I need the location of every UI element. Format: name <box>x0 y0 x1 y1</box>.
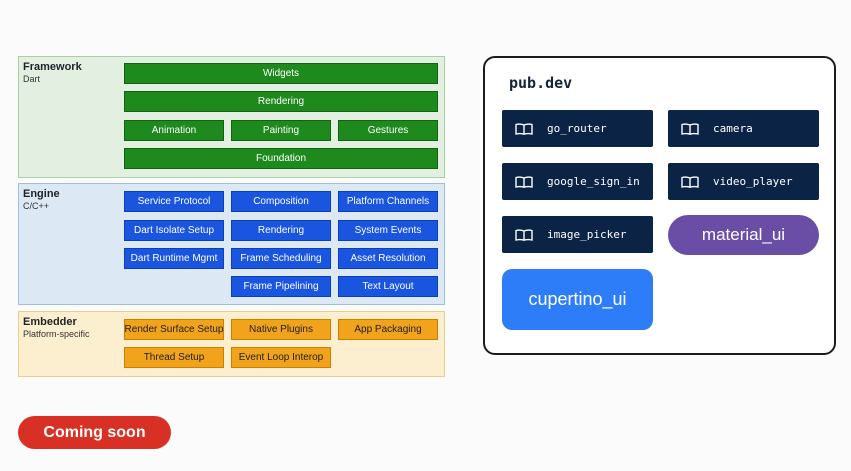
package-card[interactable]: image_picker <box>502 216 653 253</box>
engine-box: Asset Resolution <box>338 248 438 269</box>
pubdev-title: pub.dev <box>509 74 573 92</box>
embedder-title: Embedder <box>23 316 77 328</box>
book-icon <box>681 175 699 188</box>
widgets-box: Widgets <box>124 63 438 84</box>
framework-layer: Framework Dart Widgets Rendering Animati… <box>18 56 445 178</box>
package-card[interactable]: camera <box>668 110 819 147</box>
cupertino-ui-pill[interactable]: cupertino_ui <box>502 269 653 330</box>
gestures-box: Gestures <box>338 120 438 141</box>
engine-box: Composition <box>231 191 331 212</box>
embedder-box: Render Surface Setup <box>124 319 224 340</box>
framework-subtitle: Dart <box>23 74 41 84</box>
rendering-box: Rendering <box>124 91 438 112</box>
package-card[interactable]: video_player <box>668 163 819 200</box>
engine-box: Service Protocol <box>124 191 224 212</box>
package-card[interactable]: google_sign_in <box>502 163 653 200</box>
book-icon <box>515 122 533 135</box>
engine-title: Engine <box>23 188 60 200</box>
coming-soon-badge: Coming soon <box>18 416 171 449</box>
embedder-box: Native Plugins <box>231 319 331 340</box>
engine-box: Dart Runtime Mgmt <box>124 248 224 269</box>
package-name: camera <box>713 122 753 135</box>
engine-box: Dart Isolate Setup <box>124 220 224 241</box>
package-name: go_router <box>547 122 607 135</box>
engine-layer: Engine C/C++ Service Protocol Compositio… <box>18 183 445 305</box>
book-icon <box>681 122 699 135</box>
engine-box: Platform Channels <box>338 191 438 212</box>
framework-title: Framework <box>23 61 82 73</box>
engine-box: Text Layout <box>338 276 438 297</box>
package-name: image_picker <box>547 228 627 241</box>
foundation-box: Foundation <box>124 148 438 169</box>
painting-box: Painting <box>231 120 331 141</box>
animation-box: Animation <box>124 120 224 141</box>
package-name: google_sign_in <box>547 175 640 188</box>
engine-box: Frame Pipelining <box>231 276 331 297</box>
embedder-subtitle: Platform-specific <box>23 329 90 339</box>
embedder-box: App Packaging <box>338 319 438 340</box>
book-icon <box>515 228 533 241</box>
embedder-box: Event Loop Interop <box>231 347 331 368</box>
book-icon <box>515 175 533 188</box>
pubdev-panel: pub.dev go_router camera google_sign_in … <box>483 56 836 355</box>
embedder-layer: Embedder Platform-specific Render Surfac… <box>18 311 445 377</box>
engine-box: Frame Scheduling <box>231 248 331 269</box>
embedder-box: Thread Setup <box>124 347 224 368</box>
engine-box: System Events <box>338 220 438 241</box>
engine-subtitle: C/C++ <box>23 201 50 211</box>
engine-box: Rendering <box>231 220 331 241</box>
material-ui-pill[interactable]: material_ui <box>668 215 819 255</box>
package-card[interactable]: go_router <box>502 110 653 147</box>
package-name: video_player <box>713 175 793 188</box>
